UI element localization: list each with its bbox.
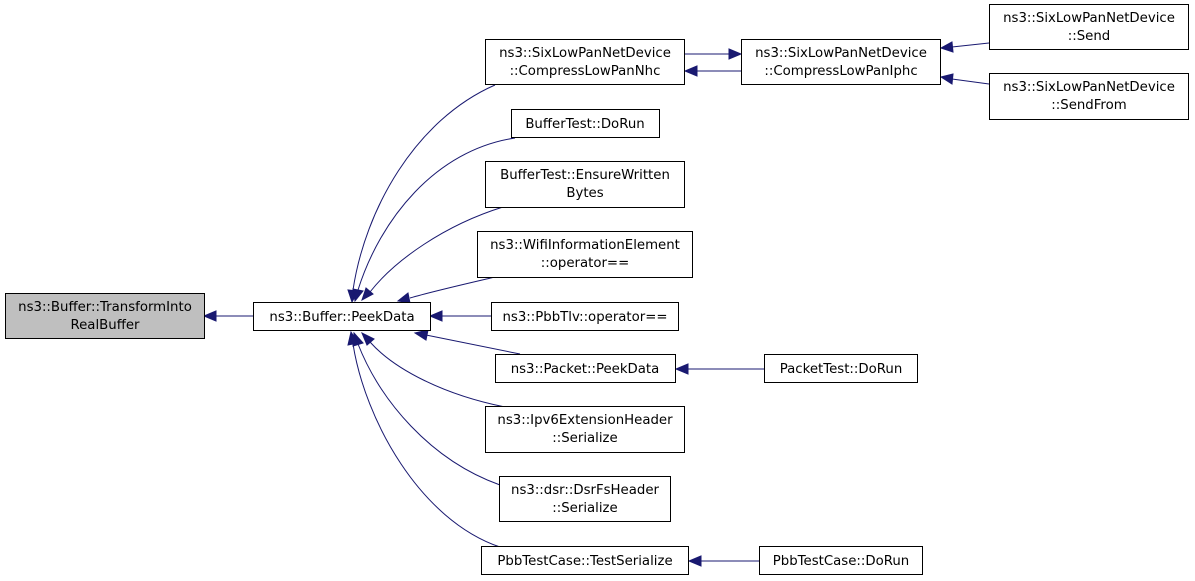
edge-pbb-test-serialize-to-peek-data <box>347 330 501 548</box>
node-packet-test-dorun[interactable]: PacketTest::DoRun <box>764 354 918 383</box>
edge-packet-peek-data-to-peek-data <box>413 329 521 355</box>
node-send[interactable]: ns3::SixLowPanNetDevice ::Send <box>989 4 1189 50</box>
node-label: Bytes <box>566 186 603 201</box>
node-compress-lowpan-iphc[interactable]: ns3::SixLowPanNetDevice ::CompressLowPan… <box>741 39 941 85</box>
edge-packet-test-dorun-to-packet-peek-data <box>674 363 764 375</box>
node-label: ::operator== <box>541 256 629 271</box>
node-label: BufferTest::EnsureWritten <box>500 168 670 183</box>
node-send-from[interactable]: ns3::SixLowPanNetDevice ::SendFrom <box>989 73 1189 120</box>
node-pbb-tlv-eq[interactable]: ns3::PbbTlv::operator== <box>491 302 679 331</box>
edge-send-to-compress-lowpan-iphc <box>939 41 990 53</box>
edge-peek-data-to-transform-into-real-buffer <box>202 310 253 322</box>
node-label: ns3::SixLowPanNetDevice <box>1003 11 1175 26</box>
node-label: ::Serialize <box>552 431 617 446</box>
node-ensure-written-bytes[interactable]: BufferTest::EnsureWritten Bytes <box>485 161 685 208</box>
node-peek-data[interactable]: ns3::Buffer::PeekData <box>253 302 431 331</box>
node-label: ns3::Ipv6ExtensionHeader <box>497 413 673 428</box>
nodes: ns3::Buffer::TransformInto RealBuffer ns… <box>5 4 1189 575</box>
edge-ensure-written-bytes-to-peek-data <box>361 206 504 302</box>
node-label: ns3::WifiInformationElement <box>490 238 680 253</box>
edge-compress-lowpan-nhc-to-compress-lowpan-iphc <box>685 48 743 60</box>
node-ipv6-ext-header-serialize[interactable]: ns3::Ipv6ExtensionHeader ::Serialize <box>485 406 685 453</box>
node-buffer-test-dorun[interactable]: BufferTest::DoRun <box>511 109 660 138</box>
node-wifi-info-element-eq[interactable]: ns3::WifiInformationElement ::operator== <box>477 231 693 278</box>
node-label: ::Serialize <box>552 501 617 516</box>
edge-compress-lowpan-nhc-to-peek-data <box>347 84 496 304</box>
node-label: ::CompressLowPanIphc <box>764 64 917 79</box>
node-label: ns3::PbbTlv::operator== <box>502 310 667 325</box>
node-pbb-test-dorun[interactable]: PbbTestCase::DoRun <box>759 546 923 575</box>
node-label: RealBuffer <box>70 318 140 333</box>
node-label: ns3::SixLowPanNetDevice <box>1003 80 1175 95</box>
edge-pbb-tlv-eq-to-peek-data <box>428 310 491 322</box>
node-dsr-fs-header-serialize[interactable]: ns3::dsr::DsrFsHeader ::Serialize <box>499 476 671 522</box>
node-label: ::Send <box>1068 29 1110 44</box>
edge-wifi-info-element-eq-to-peek-data <box>396 276 496 304</box>
edge-send-from-to-compress-lowpan-iphc <box>939 73 990 85</box>
edge-buffer-test-dorun-to-peek-data <box>352 137 516 303</box>
edge-compress-lowpan-iphc-to-compress-lowpan-nhc <box>683 65 741 77</box>
node-label: PbbTestCase::TestSerialize <box>497 554 672 569</box>
node-label: ns3::SixLowPanNetDevice <box>499 46 671 61</box>
node-compress-lowpan-nhc[interactable]: ns3::SixLowPanNetDevice ::CompressLowPan… <box>485 39 685 85</box>
edge-dsr-fs-header-serialize-to-peek-data <box>352 331 501 486</box>
node-label: PacketTest::DoRun <box>780 362 903 377</box>
edges <box>202 41 990 567</box>
node-label: ns3::SixLowPanNetDevice <box>755 46 927 61</box>
node-packet-peek-data[interactable]: ns3::Packet::PeekData <box>495 354 676 383</box>
node-pbb-test-serialize[interactable]: PbbTestCase::TestSerialize <box>481 546 689 575</box>
node-label: ns3::Buffer::PeekData <box>269 310 414 325</box>
node-label: PbbTestCase::DoRun <box>773 554 909 569</box>
edge-pbb-test-dorun-to-pbb-test-serialize <box>687 555 759 567</box>
node-label: ns3::dsr::DsrFsHeader <box>511 483 659 498</box>
node-label: ns3::Buffer::TransformInto <box>18 300 192 315</box>
node-label: ::SendFrom <box>1051 98 1126 113</box>
node-label: ::CompressLowPanNhc <box>510 64 661 79</box>
node-label: ns3::Packet::PeekData <box>511 362 660 377</box>
edge-ipv6-ext-header-serialize-to-peek-data <box>361 331 506 408</box>
node-label: BufferTest::DoRun <box>525 117 644 132</box>
node-transform-into-real-buffer[interactable]: ns3::Buffer::TransformInto RealBuffer <box>5 293 205 339</box>
